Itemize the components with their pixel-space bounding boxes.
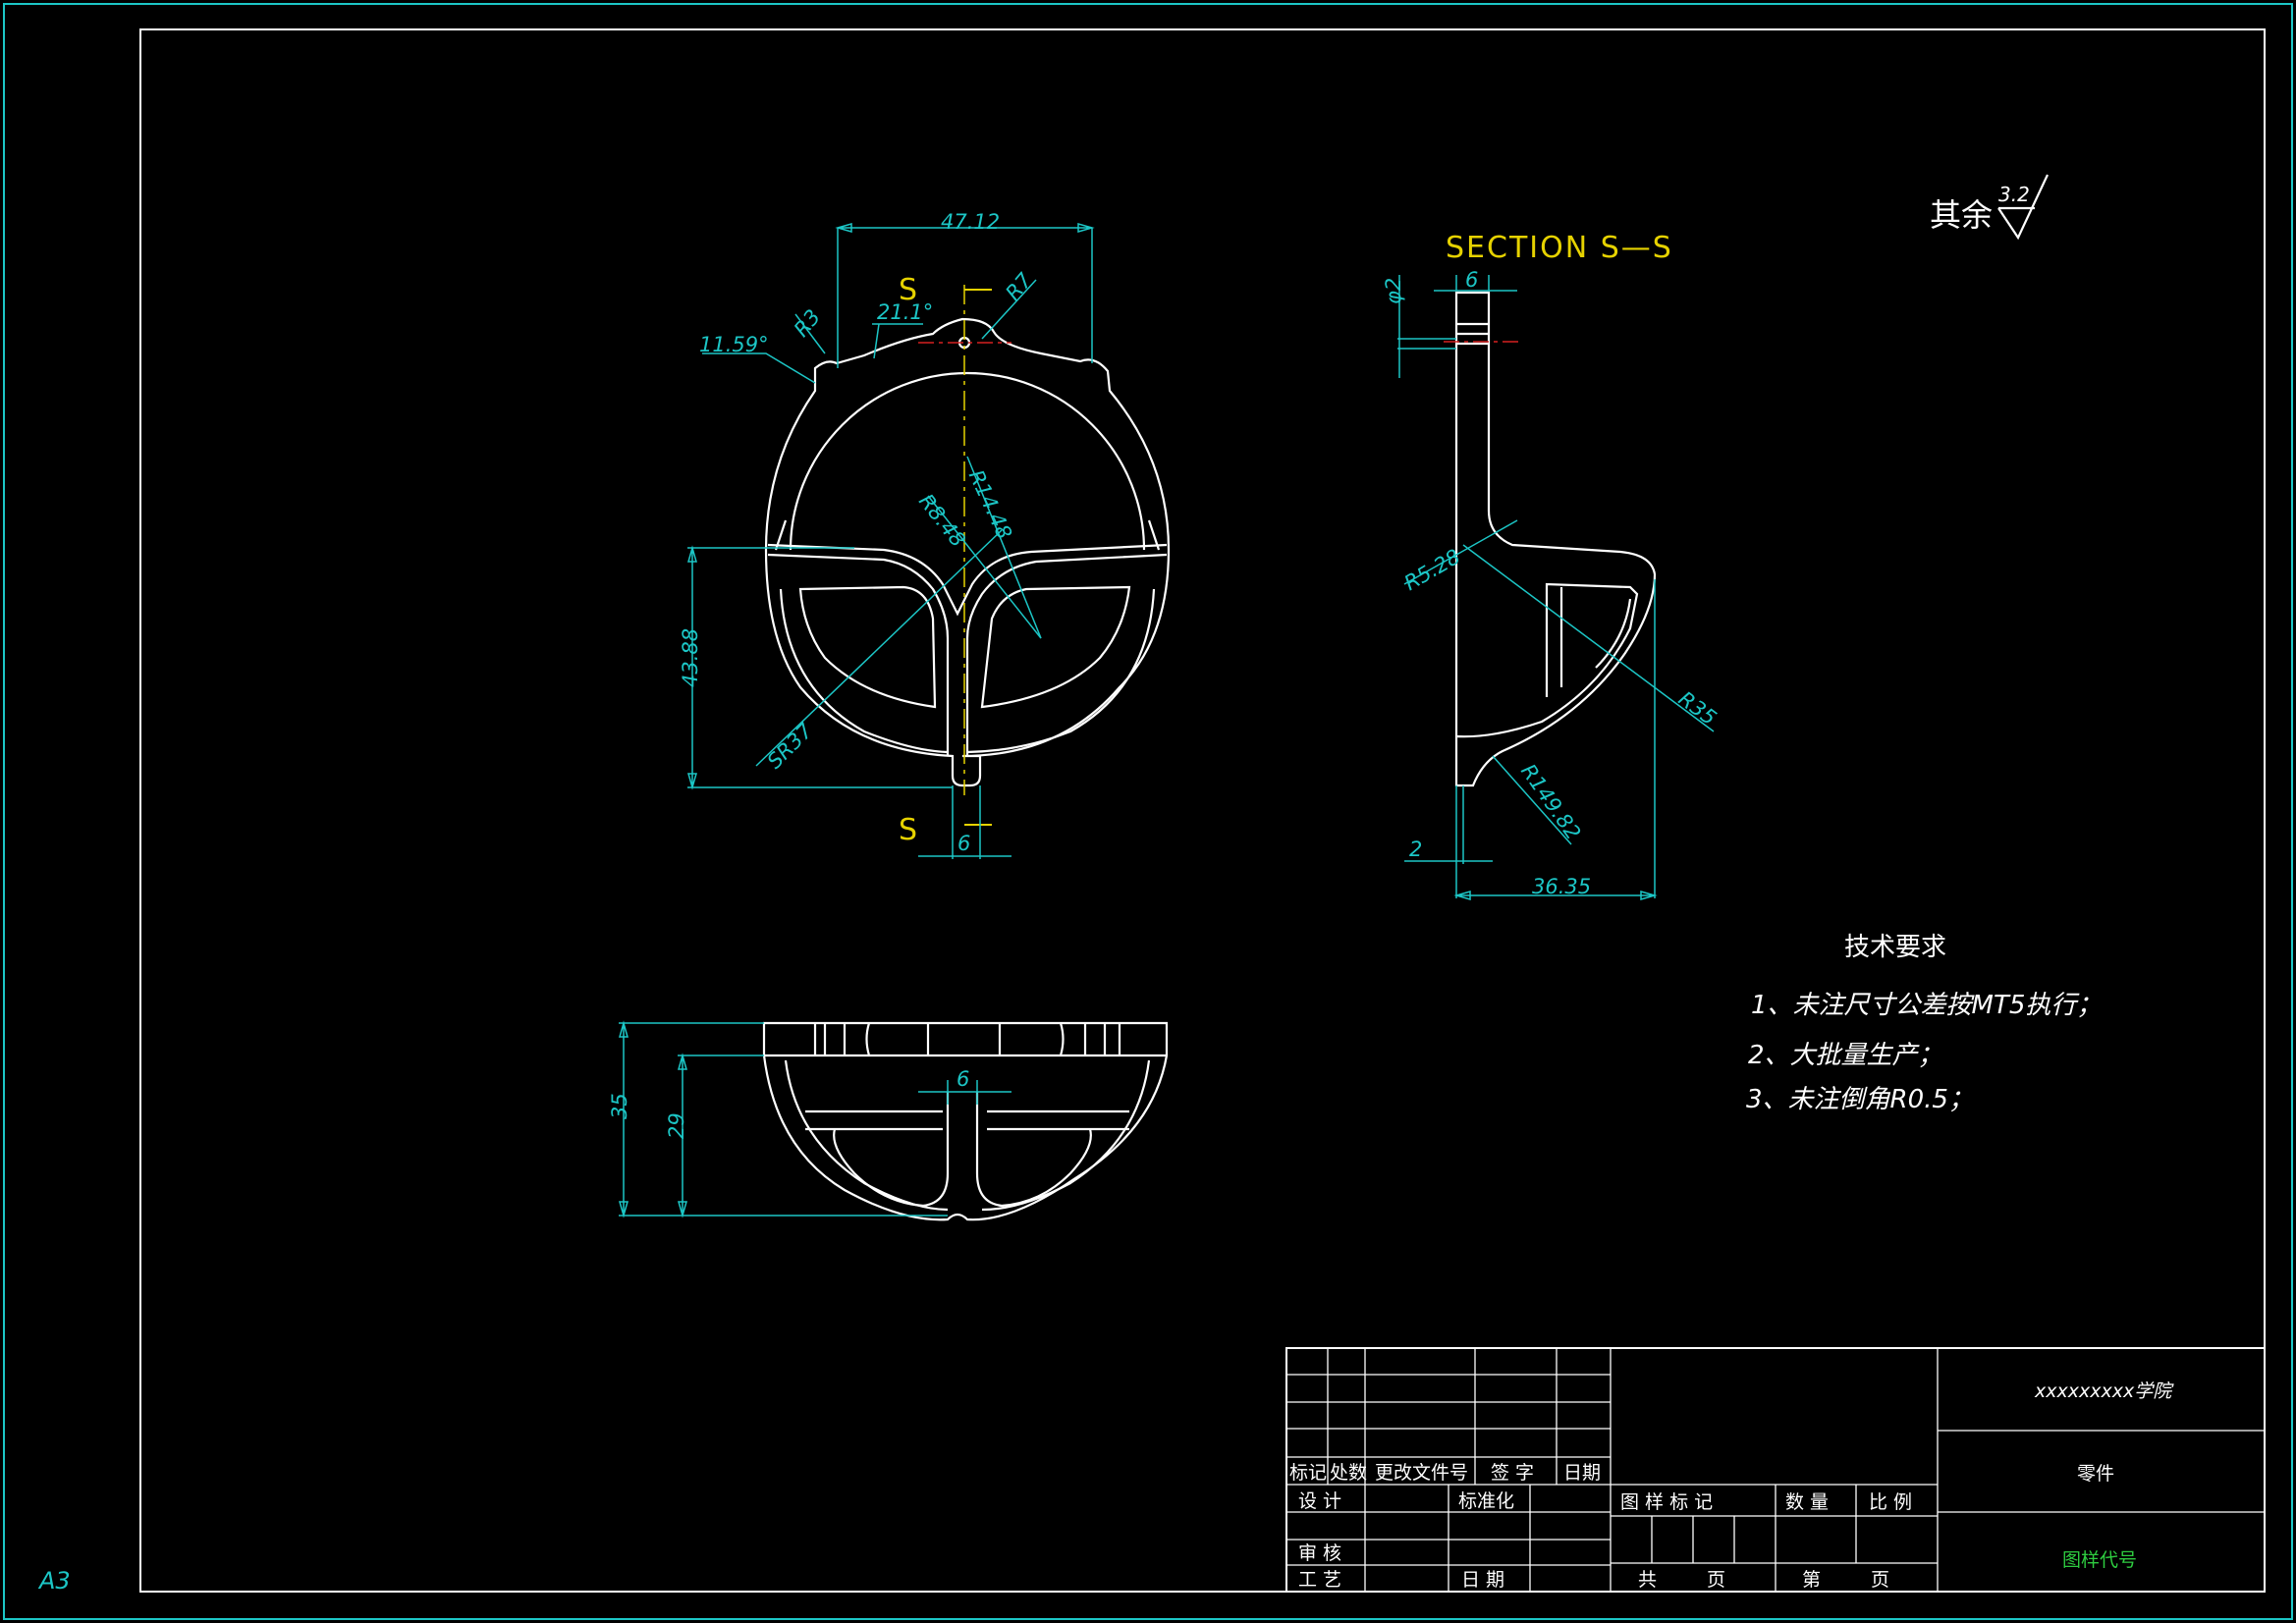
front-crossbar [767, 543, 1168, 617]
bottom-view: 35 29 6 [608, 1020, 1169, 1221]
dim-section-hole: φ2 [1382, 278, 1405, 304]
tb-header-signature: 签 字 [1491, 1462, 1534, 1484]
dim-stem-width: 6 [957, 832, 970, 855]
tech-requirements-title: 技术要求 [1844, 933, 1946, 962]
dim-section-base: 2 [1409, 838, 1422, 861]
tb-quantity: 数 量 [1785, 1491, 1829, 1513]
tb-drawing-mark: 图 样 标 记 [1620, 1491, 1713, 1513]
front-inner-rim [789, 371, 1146, 551]
sheet-size-label: A3 [37, 1567, 71, 1595]
dim-section-depth: 36.35 [1532, 875, 1591, 898]
tb-scale: 比 例 [1869, 1491, 1912, 1513]
section-outline [1454, 291, 1657, 787]
tb-drawing-code: 图样代号 [2062, 1549, 2137, 1571]
front-view: S S 47.12 11.59° R3 21.1° R7 R14.48 R8.4… [679, 210, 1171, 859]
tech-requirement-1: 1、未注尺寸公差按MT5执行； [1751, 991, 2102, 1020]
dim-angle-side: 11.59° [699, 333, 769, 356]
dim-bottom-height-total: 35 [608, 1093, 631, 1119]
tech-requirement-2: 2、大批量生产； [1748, 1041, 1943, 1070]
tb-header-count: 处数 [1330, 1462, 1367, 1484]
dim-bottom-stem: 6 [957, 1067, 969, 1091]
tb-standardization: 标准化 [1458, 1490, 1514, 1512]
tb-total: 共 [1638, 1569, 1657, 1591]
title-block: 标记 处数 更改文件号 签 字 日期 设 计 标准化 审 核 工 艺 日 期 图… [1285, 1347, 2266, 1593]
technical-requirements: 技术要求 1、未注尺寸公差按MT5执行； 2、大批量生产； 3、未注倒角R0.5… [1746, 933, 2102, 1114]
outer-border [3, 3, 2293, 1620]
inner-frame [139, 28, 2266, 1593]
roughness-value: 3.2 [1998, 183, 2030, 206]
roughness-symbol: 其余 3.2 [1930, 174, 2049, 241]
section-marker-bottom: S [899, 813, 919, 847]
roughness-label: 其余 [1930, 196, 1993, 234]
tb-header-mark: 标记 [1289, 1462, 1327, 1484]
bottom-outline [762, 1021, 1169, 1221]
dim-section-top: 6 [1465, 268, 1478, 292]
tb-date2: 日 期 [1461, 1569, 1504, 1591]
tb-school: xxxxxxxxx学院 [2034, 1380, 2174, 1402]
tb-header-change-doc: 更改文件号 [1375, 1462, 1468, 1484]
front-outer-outline [764, 317, 1171, 787]
tb-page-no-unit: 页 [1871, 1569, 1889, 1591]
tech-requirement-3: 3、未注倒角R0.5； [1746, 1085, 1974, 1114]
section-marker-top: S [899, 273, 919, 307]
tb-header-date: 日期 [1563, 1462, 1601, 1484]
tb-part-name: 零件 [2077, 1463, 2114, 1485]
tb-process: 工 艺 [1298, 1569, 1341, 1591]
dim-width: 47.12 [941, 210, 1000, 234]
dim-angle-top: 21.1° [877, 300, 933, 324]
dim-bottom-height-inner: 29 [665, 1112, 688, 1139]
tb-design: 设 计 [1298, 1490, 1341, 1512]
front-lower-window-right [980, 585, 1131, 709]
tb-review: 审 核 [1298, 1542, 1341, 1564]
tb-total-page-unit: 页 [1707, 1569, 1725, 1591]
section-title: SECTION S—S [1446, 231, 1673, 265]
dim-height: 43.88 [679, 628, 702, 687]
front-lower-window-left [798, 585, 937, 709]
tb-page-no: 第 [1802, 1569, 1821, 1591]
